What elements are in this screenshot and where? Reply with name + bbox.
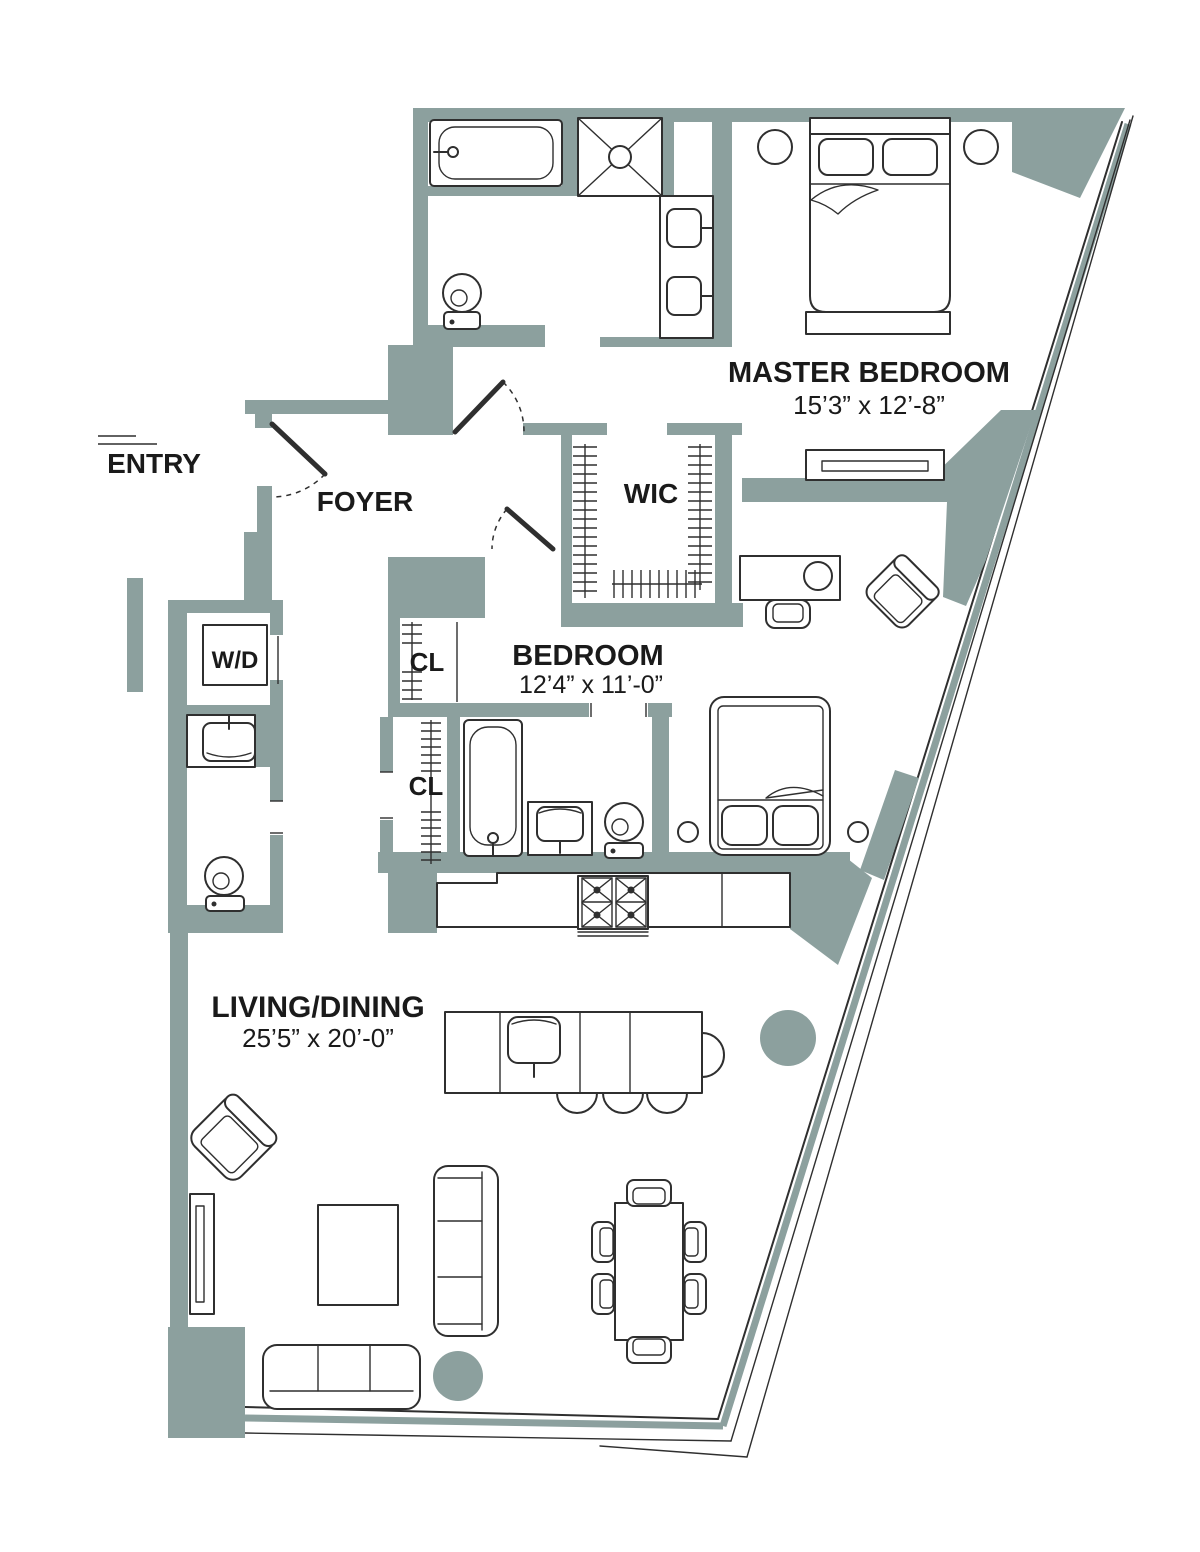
master-bath-tub: [429, 119, 563, 187]
master-bath-shower: [577, 117, 663, 197]
wic-label: WIC: [624, 478, 678, 509]
closet-lower-label: CL: [409, 771, 444, 801]
dining-set: [591, 1179, 707, 1364]
washer-dryer-unit: [202, 624, 268, 686]
hall-door-south: [491, 506, 556, 552]
window-wall-south: [244, 1406, 748, 1458]
master-dresser: [805, 449, 945, 481]
nightstand-lamp: [847, 821, 869, 843]
closet-upper-shelving: [402, 622, 422, 700]
dining-chair: [626, 1336, 672, 1364]
bath2-tub: [463, 719, 523, 857]
living-armchair: [190, 1093, 278, 1181]
foyer-label: FOYER: [317, 486, 413, 517]
dining-chair: [591, 1221, 615, 1263]
sofa-vertical: [433, 1165, 499, 1337]
kitchen-stove: [577, 875, 649, 937]
door-jambs: [98, 435, 647, 834]
closet-upper-label: CL: [410, 647, 445, 677]
living-dining-label: LIVING/DINING: [211, 991, 424, 1024]
dining-chair: [626, 1179, 672, 1207]
powder-sink: [186, 714, 256, 768]
wic-shelving: [573, 444, 712, 598]
master-bed: [805, 117, 951, 335]
master-bedroom-dimensions: 15’3” x 12’-8”: [793, 390, 945, 420]
structural-column: [433, 1351, 483, 1401]
nightstand-lamp: [963, 129, 999, 165]
powder-toilet: [204, 856, 245, 912]
bath2-toilet: [604, 802, 644, 859]
bedroom-dimensions: 12’4” x 11’-0”: [519, 671, 663, 699]
bath2-sink: [527, 801, 593, 856]
bedroom-bed: [709, 696, 831, 856]
hall-door-north: [452, 379, 525, 435]
dining-chair: [683, 1221, 707, 1263]
master-bath-vanity: [659, 195, 714, 339]
laundry-label: W/D: [212, 647, 259, 674]
entry-label: ENTRY: [107, 448, 201, 479]
closet-lower-shelving: [421, 720, 441, 864]
bedroom-label: BEDROOM: [512, 640, 663, 672]
entry-door: [269, 421, 328, 498]
walls: [127, 108, 1125, 1438]
living-dining-dimensions: 25’5” x 20’-0”: [242, 1023, 394, 1053]
coffee-table: [317, 1204, 399, 1306]
master-bedroom-label: MASTER BEDROOM: [728, 357, 1010, 389]
sofa-horizontal: [262, 1344, 421, 1410]
bedroom-armchair: [865, 554, 940, 629]
nightstand-lamp: [757, 129, 793, 165]
kitchen-island: [444, 1011, 725, 1114]
dining-chair: [683, 1273, 707, 1315]
room-labels: ENTRY FOYER WIC MASTER BEDROOM 15’3” x 1…: [107, 357, 1010, 1053]
window-wall-east: [717, 115, 1134, 1458]
master-bath-toilet: [442, 273, 482, 330]
dining-chair: [591, 1273, 615, 1315]
bedroom-desk: [739, 555, 841, 629]
wall-fragment: [127, 578, 143, 692]
structural-column: [760, 1010, 816, 1066]
nightstand-lamp: [677, 821, 699, 843]
tv-console: [189, 1193, 215, 1315]
